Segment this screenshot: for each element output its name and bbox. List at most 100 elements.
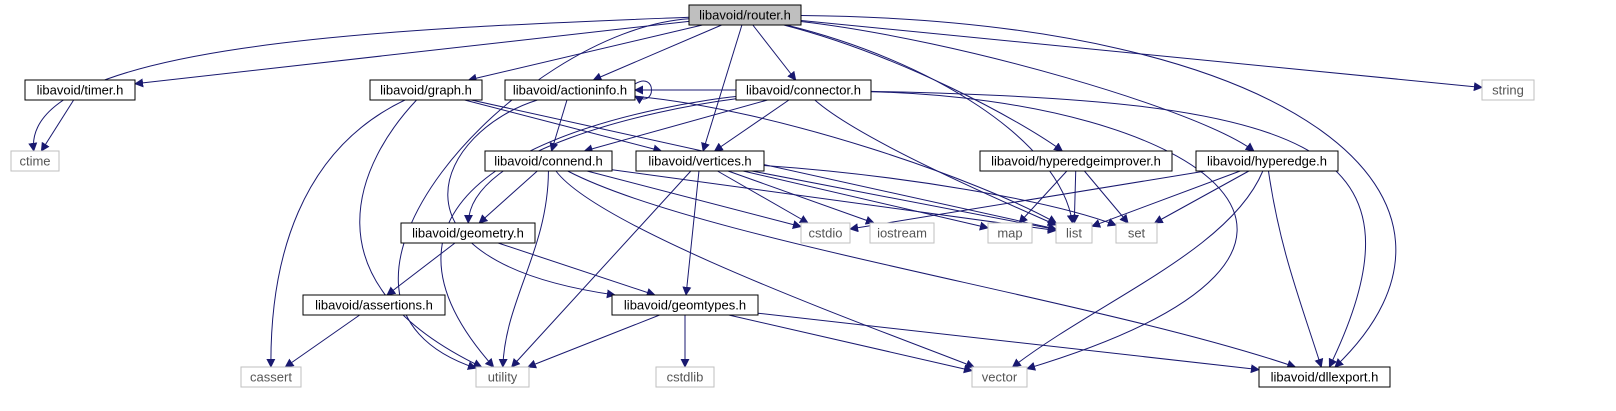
edge-connend-to-vector xyxy=(555,170,975,369)
node-box xyxy=(475,366,530,388)
edge-hyperedgeimprover-to-map xyxy=(1018,170,1068,224)
node-map: map xyxy=(987,222,1033,244)
node-geomtypes[interactable]: libavoid/geomtypes.h xyxy=(611,294,759,316)
node-assertions[interactable]: libavoid/assertions.h xyxy=(302,294,446,316)
node-label: libavoid/connector.h xyxy=(746,83,861,98)
edge-graph-to-vertices xyxy=(464,99,663,154)
edge-router-to-hyperedge xyxy=(800,21,1255,152)
edge-vertices-to-cstdio xyxy=(717,170,809,224)
edge-router-to-hyperedgeimprover xyxy=(783,24,1064,152)
edge-connend-to-cstdio xyxy=(586,170,802,229)
node-box xyxy=(800,222,851,244)
node-box xyxy=(1115,222,1158,244)
edge-hyperedgeimprover-to-set xyxy=(1084,170,1129,224)
node-graph[interactable]: libavoid/graph.h xyxy=(369,79,483,101)
edge-geomtypes-to-utility xyxy=(527,314,660,369)
node-vertices[interactable]: libavoid/vertices.h xyxy=(635,150,765,172)
edge-router-to-list xyxy=(785,24,1076,224)
node-label: libavoid/assertions.h xyxy=(315,298,433,313)
edge-actioninfo-to-connend xyxy=(549,99,568,152)
node-box xyxy=(635,150,765,172)
node-label: libavoid/geomtypes.h xyxy=(624,298,746,313)
edge-vertices-to-set xyxy=(763,164,1117,227)
edge-geometry-to-assertions xyxy=(386,242,456,296)
node-label: cstdio xyxy=(809,226,843,241)
edge-connend-to-dllexport xyxy=(567,170,1297,369)
node-box xyxy=(24,79,136,101)
node-box xyxy=(971,366,1028,388)
edge-hyperedgeimprover-to-list xyxy=(1070,170,1080,224)
node-label: libavoid/vertices.h xyxy=(648,154,751,169)
node-connend[interactable]: libavoid/connend.h xyxy=(484,150,613,172)
edge-hyperedge-to-vector xyxy=(1011,170,1264,368)
edge-router-to-graph xyxy=(467,24,703,83)
edge-router-to-timer xyxy=(134,20,690,88)
node-box xyxy=(987,222,1033,244)
edge-assertions-to-cassert xyxy=(284,314,360,368)
node-label: libavoid/connend.h xyxy=(494,154,602,169)
node-box xyxy=(869,222,935,244)
node-actioninfo[interactable]: libavoid/actioninfo.h xyxy=(504,79,636,101)
node-box xyxy=(735,79,872,101)
edge-router-to-actioninfo xyxy=(592,24,722,81)
node-box xyxy=(979,150,1173,172)
node-box xyxy=(504,79,636,101)
edge-connector-to-connend xyxy=(583,99,768,154)
edge-graph-to-utility xyxy=(359,99,483,368)
node-box xyxy=(611,294,759,316)
node-label: set xyxy=(1128,226,1146,241)
node-cassert: cassert xyxy=(240,366,302,388)
edge-connector-to-list xyxy=(814,99,1057,226)
edge-router-to-utility xyxy=(398,18,690,370)
node-label: libavoid/actioninfo.h xyxy=(513,83,627,98)
edge-router-to-dllexport xyxy=(800,15,1397,368)
node-box xyxy=(369,79,483,101)
edge-vertices-to-map xyxy=(742,170,989,231)
node-box xyxy=(1258,366,1391,388)
node-hyperedge[interactable]: libavoid/hyperedge.h xyxy=(1195,150,1339,172)
edge-connector-to-dllexport xyxy=(870,90,1367,368)
node-box xyxy=(240,366,302,388)
node-box xyxy=(1195,150,1339,172)
edge-connector-to-vector xyxy=(870,91,1238,371)
node-label: list xyxy=(1066,226,1082,241)
edge-connector-to-vertices xyxy=(713,99,790,152)
node-set: set xyxy=(1115,222,1158,244)
node-string: string xyxy=(1481,79,1535,101)
node-dllexport[interactable]: libavoid/dllexport.h xyxy=(1258,366,1391,388)
node-label: libavoid/timer.h xyxy=(37,83,124,98)
node-label: utility xyxy=(488,370,518,385)
edge-connend-to-list xyxy=(611,169,1057,234)
node-connector[interactable]: libavoid/connector.h xyxy=(735,79,872,101)
node-ctime: ctime xyxy=(10,150,60,172)
node-box xyxy=(688,4,802,26)
edge-router-to-ctime xyxy=(28,16,690,152)
node-label: vector xyxy=(982,370,1018,385)
node-label: ctime xyxy=(19,154,50,169)
edge-hyperedge-to-list xyxy=(1091,170,1241,228)
edge-actioninfo-to-geomtypes xyxy=(447,99,616,299)
node-router[interactable]: libavoid/router.h xyxy=(688,4,802,26)
node-timer[interactable]: libavoid/timer.h xyxy=(24,79,136,101)
node-box xyxy=(400,222,536,244)
node-hyperedgeimprover[interactable]: libavoid/hyperedgeimprover.h xyxy=(979,150,1173,172)
node-box xyxy=(1055,222,1093,244)
node-utility: utility xyxy=(475,366,530,388)
node-box xyxy=(302,294,446,316)
edge-geometry-to-geomtypes xyxy=(497,242,656,297)
node-label: libavoid/dllexport.h xyxy=(1271,370,1379,385)
node-label: cstdlib xyxy=(667,370,704,385)
node-label: libavoid/graph.h xyxy=(380,83,472,98)
node-label: iostream xyxy=(877,226,927,241)
node-label: libavoid/hyperedgeimprover.h xyxy=(991,154,1161,169)
node-label: libavoid/geometry.h xyxy=(412,226,524,241)
edge-geomtypes-to-dllexport xyxy=(757,312,1260,374)
edge-vertices-to-iostream xyxy=(727,170,875,225)
node-label: string xyxy=(1492,83,1524,98)
node-label: cassert xyxy=(250,370,292,385)
node-iostream: iostream xyxy=(869,222,935,244)
node-geometry[interactable]: libavoid/geometry.h xyxy=(400,222,536,244)
edge-timer-to-ctime xyxy=(40,99,75,152)
node-box xyxy=(484,150,613,172)
